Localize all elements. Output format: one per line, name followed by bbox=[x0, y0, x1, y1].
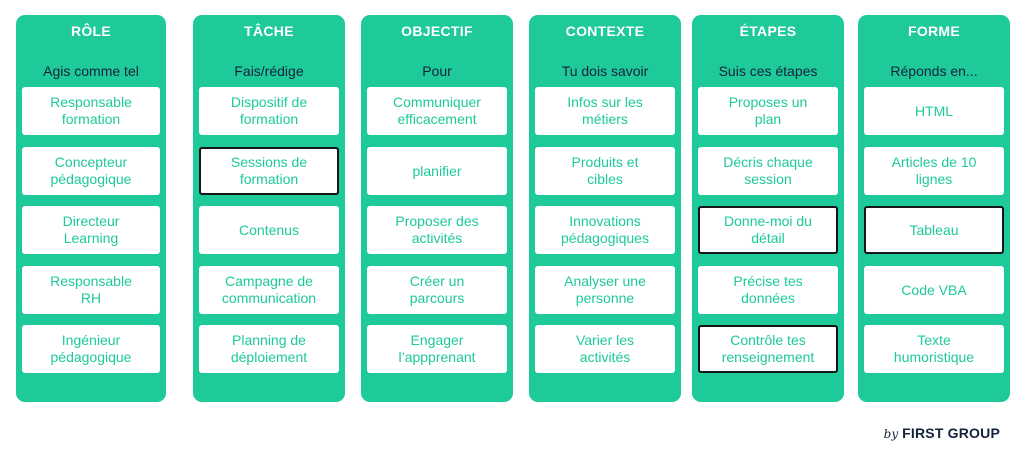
card-label: Créer un parcours bbox=[409, 273, 465, 306]
card-label: Articles de 10 lignes bbox=[891, 154, 977, 187]
card-label: Tableau bbox=[909, 221, 959, 238]
card-label: Infos sur les métiers bbox=[567, 94, 643, 127]
card-label: Contenus bbox=[239, 221, 299, 238]
card-label: Varier les activités bbox=[575, 332, 635, 365]
card-highlighted: Sessions de formation bbox=[199, 147, 339, 195]
card-label: Décris chaque session bbox=[723, 154, 813, 187]
card-label: Analyser une personne bbox=[564, 273, 646, 306]
column-forme: FORME Réponds en... HTML Articles de 10 lig… bbox=[858, 15, 1010, 402]
card-label: Responsable formation bbox=[50, 94, 132, 127]
card: planifier bbox=[367, 147, 507, 195]
card: Innovations pédagogiques bbox=[535, 206, 675, 254]
brand-by: by bbox=[883, 427, 899, 441]
card-label: Responsable RH bbox=[50, 273, 132, 306]
card: Dispositif de formation bbox=[199, 87, 339, 135]
column-subtitle: Réponds en... bbox=[890, 63, 978, 79]
card-label: Contrôle tes renseignement bbox=[721, 332, 815, 365]
card-label: Ingénieur pédagogique bbox=[50, 332, 132, 365]
column-subtitle: Agis comme tel bbox=[43, 63, 139, 79]
column-title: TÂCHE bbox=[244, 23, 294, 39]
card: Analyser une personne bbox=[535, 266, 675, 314]
column-title: ÉTAPES bbox=[739, 23, 797, 39]
card-label: Produits et cibles bbox=[571, 154, 639, 187]
card: Décris chaque session bbox=[698, 147, 838, 195]
card: Directeur Learning bbox=[22, 206, 160, 254]
card-label: Innovations pédagogiques bbox=[561, 213, 649, 246]
column-title: RÔLE bbox=[70, 23, 112, 39]
card: Communiquer efficacement bbox=[367, 87, 507, 135]
card: Concepteur pédagogique bbox=[22, 147, 160, 195]
column-subtitle: Tu dois savoir bbox=[561, 63, 649, 79]
card-label: Dispositif de formation bbox=[230, 94, 308, 127]
card-label: Directeur Learning bbox=[62, 213, 120, 246]
card: Proposer des activités bbox=[367, 206, 507, 254]
card: Créer un parcours bbox=[367, 266, 507, 314]
card: Campagne de communication bbox=[199, 266, 339, 314]
card: Contenus bbox=[199, 206, 339, 254]
card: Varier les activités bbox=[535, 325, 675, 373]
column-title: CONTEXTE bbox=[565, 23, 645, 39]
card: Produits et cibles bbox=[535, 147, 675, 195]
card: Texte humoristique bbox=[864, 325, 1004, 373]
card: Ingénieur pédagogique bbox=[22, 325, 160, 373]
card-label: Sessions de formation bbox=[230, 154, 308, 187]
column-subtitle: Pour bbox=[422, 63, 452, 79]
card: HTML bbox=[864, 87, 1004, 135]
card: Planning de déploiement bbox=[199, 325, 339, 373]
card: Responsable RH bbox=[22, 266, 160, 314]
card-label: HTML bbox=[914, 102, 954, 119]
card-highlighted: Donne-moi du détail bbox=[698, 206, 838, 254]
column-subtitle: Fais/rédige bbox=[234, 63, 304, 79]
card-label: Concepteur pédagogique bbox=[50, 154, 132, 187]
card-highlighted: Tableau bbox=[864, 206, 1004, 254]
card-label: Code VBA bbox=[901, 281, 967, 298]
card: Code VBA bbox=[864, 266, 1004, 314]
card: Responsable formation bbox=[22, 87, 160, 135]
card-label: Planning de déploiement bbox=[230, 332, 308, 365]
card-label: Proposer des activités bbox=[395, 213, 479, 246]
card: Articles de 10 lignes bbox=[864, 147, 1004, 195]
card: Infos sur les métiers bbox=[535, 87, 675, 135]
card: Engager l’appprenant bbox=[367, 325, 507, 373]
card-label: Engager l’appprenant bbox=[398, 332, 476, 365]
card-label: Donne-moi du détail bbox=[724, 213, 812, 246]
column-title: FORME bbox=[907, 23, 961, 39]
brand-name: FIRST GROUP bbox=[902, 425, 1000, 441]
card-highlighted: Contrôle tes renseignement bbox=[698, 325, 838, 373]
card-label: Communiquer efficacement bbox=[393, 94, 481, 127]
card-label: Précise tes données bbox=[733, 273, 803, 306]
card: Précise tes données bbox=[698, 266, 838, 314]
column-title: OBJECTIF bbox=[401, 23, 473, 39]
card-label: Texte humoristique bbox=[893, 332, 975, 365]
card-label: planifier bbox=[412, 162, 462, 179]
card-label: Proposes un plan bbox=[728, 94, 808, 127]
column-subtitle: Suis ces étapes bbox=[718, 63, 818, 79]
card: Proposes un plan bbox=[698, 87, 838, 135]
card-label: Campagne de communication bbox=[221, 273, 317, 306]
